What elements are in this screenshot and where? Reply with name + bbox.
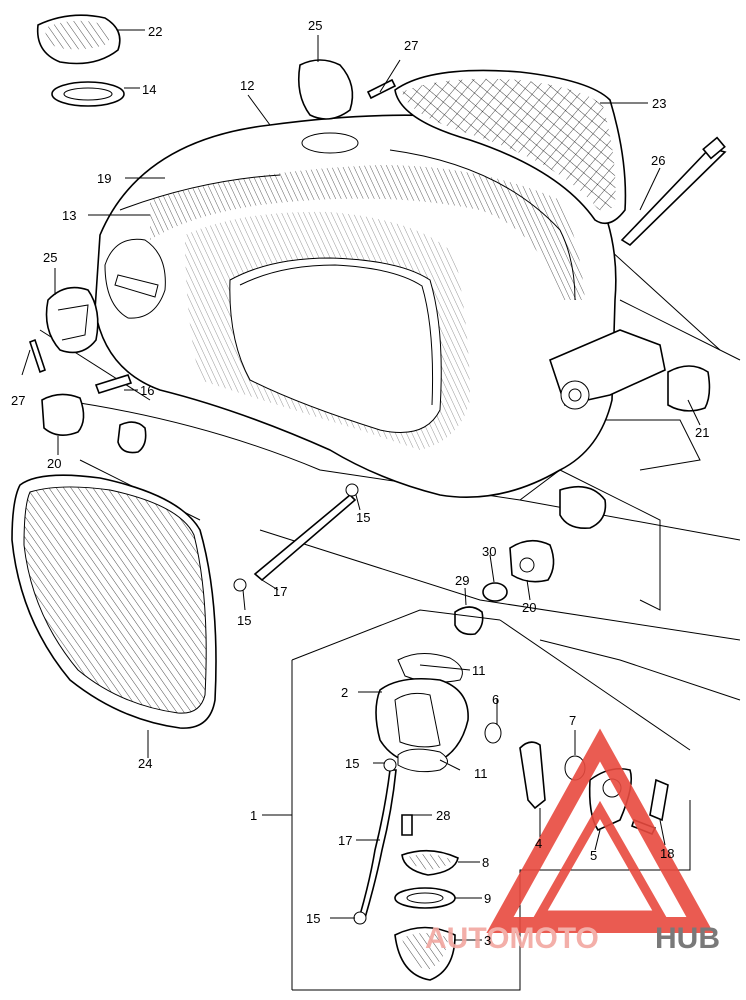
fuel-tank	[94, 114, 666, 498]
fuel-hose	[233, 483, 359, 592]
callout-28: 28	[436, 808, 450, 823]
callout-20: 20	[47, 456, 61, 471]
callout-21: 21	[695, 425, 709, 440]
callout-27-side: 27	[11, 393, 25, 408]
emblems	[45, 59, 354, 354]
callout-1: 1	[250, 808, 257, 823]
callout-29: 29	[455, 573, 469, 588]
callout-26: 26	[651, 153, 665, 168]
callout-2: 2	[341, 685, 348, 700]
callout-8: 8	[482, 855, 489, 870]
callout-14: 14	[142, 82, 156, 97]
callout-18: 18	[660, 846, 674, 861]
knee-pad	[11, 474, 217, 729]
callout-25: 25	[308, 18, 322, 33]
callout-15-mid: 15	[345, 756, 359, 771]
callout-23: 23	[652, 96, 666, 111]
petcock-assembly-box	[291, 609, 691, 991]
watermark-text-hub: HUB	[655, 922, 720, 955]
callout-11-lower: 11	[474, 766, 488, 781]
callout-17-lower: 17	[338, 833, 352, 848]
callout-3: 3	[484, 933, 491, 948]
frame-lines	[39, 249, 741, 701]
callout-19: 19	[97, 171, 111, 186]
fuel-cap	[36, 14, 125, 107]
callout-27: 27	[404, 38, 418, 53]
watermark-triangle-outer	[486, 728, 714, 933]
callout-9: 9	[484, 891, 491, 906]
automotohub-watermark: AUTOMOTO HUB	[425, 728, 720, 955]
callout-12: 12	[240, 78, 254, 93]
callout-11-upper: 11	[472, 663, 486, 678]
callout-6: 6	[492, 692, 499, 707]
callout-5: 5	[590, 848, 597, 863]
leader-lines	[21, 29, 701, 941]
callout-4: 4	[535, 836, 542, 851]
pad-23	[394, 69, 627, 225]
callout-labels: 22 14 25 27 12 23 19 26 13 25 16 27 21 2…	[11, 18, 709, 948]
callout-15-bottom: 15	[306, 911, 320, 926]
watermark-text-automoto: AUTOMOTO	[425, 922, 599, 955]
callout-16: 16	[140, 383, 154, 398]
callout-17-upper: 17	[273, 584, 287, 599]
callout-15-left: 15	[237, 613, 251, 628]
callout-22: 22	[148, 24, 162, 39]
callout-30: 30	[482, 544, 496, 559]
rubber-mounts	[41, 365, 711, 636]
callout-13: 13	[62, 208, 76, 223]
callout-20-lower: 20	[522, 600, 536, 615]
watermark-triangle-inner	[532, 800, 668, 920]
callout-15-upper: 15	[356, 510, 370, 525]
callout-7: 7	[569, 713, 576, 728]
callout-25-side: 25	[43, 250, 57, 265]
callout-24: 24	[138, 756, 152, 771]
